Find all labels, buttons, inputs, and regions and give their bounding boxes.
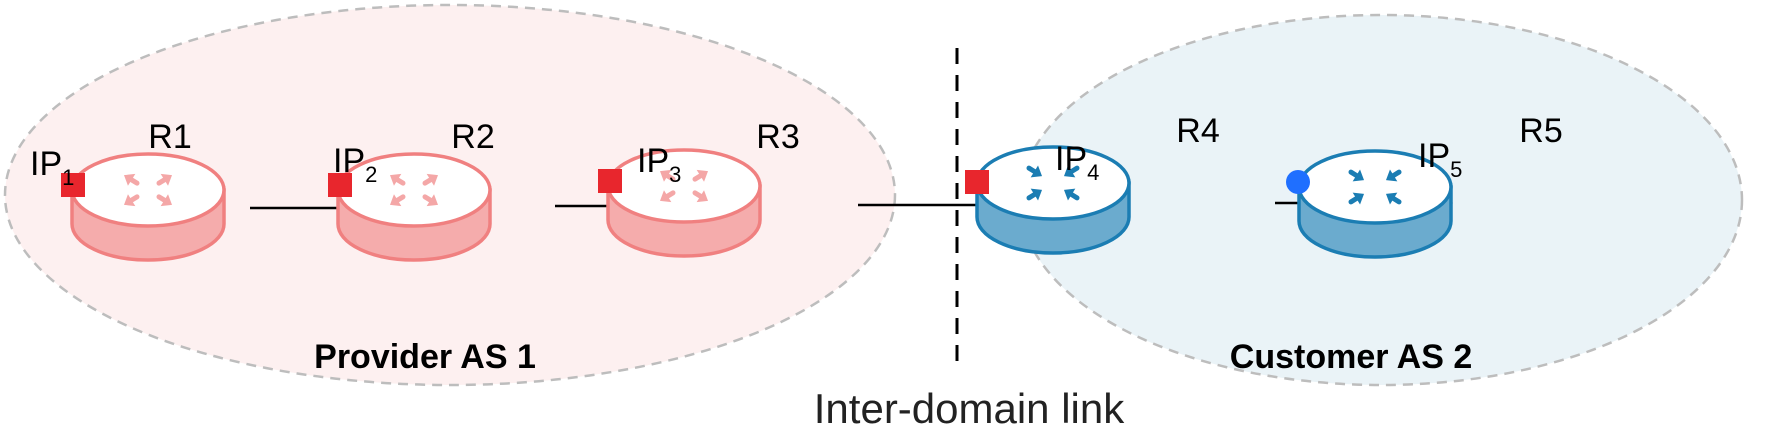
provider-domain-label: Provider AS 1 xyxy=(314,338,536,376)
interface-marker-ip2 xyxy=(328,173,352,197)
inter-domain-link-caption: Inter-domain link xyxy=(814,385,1125,430)
interface-label-ip3: IP3 xyxy=(637,142,681,187)
interface-markers xyxy=(61,169,1310,197)
router-label-r5: R5 xyxy=(1519,112,1562,150)
router-r5 xyxy=(1297,149,1453,259)
router-arrows-icon xyxy=(1026,165,1080,201)
router-arrows-icon xyxy=(124,173,172,207)
interface-marker-ip4 xyxy=(965,170,989,194)
interface-marker-ip1 xyxy=(61,173,85,197)
router-arrows-icon xyxy=(1348,169,1402,205)
interface-label-ip5: IP5 xyxy=(1418,137,1462,182)
router-r2 xyxy=(336,152,492,262)
interface-marker-ip3 xyxy=(598,169,622,193)
interface-marker-ip5 xyxy=(1286,170,1310,194)
router-top-r3 xyxy=(606,148,762,224)
router-label-r2: R2 xyxy=(451,118,494,156)
router-label-r4: R4 xyxy=(1176,112,1219,150)
router-label-r1: R1 xyxy=(148,118,191,156)
router-top-r4 xyxy=(975,145,1131,221)
router-top-r1 xyxy=(70,152,226,228)
interface-label-ip2: IP2 xyxy=(333,142,377,187)
router-arrows-icon xyxy=(390,173,438,207)
routers xyxy=(70,145,1453,262)
customer-domain-label: Customer AS 2 xyxy=(1230,338,1472,376)
router-r4 xyxy=(975,145,1131,255)
router-label-r3: R3 xyxy=(756,118,799,156)
router-r1 xyxy=(70,152,226,262)
router-r3 xyxy=(606,148,762,258)
interface-label-ip1: IP1 xyxy=(30,145,74,190)
router-arrows-icon xyxy=(660,169,708,203)
interface-label-ip4: IP4 xyxy=(1055,140,1099,185)
